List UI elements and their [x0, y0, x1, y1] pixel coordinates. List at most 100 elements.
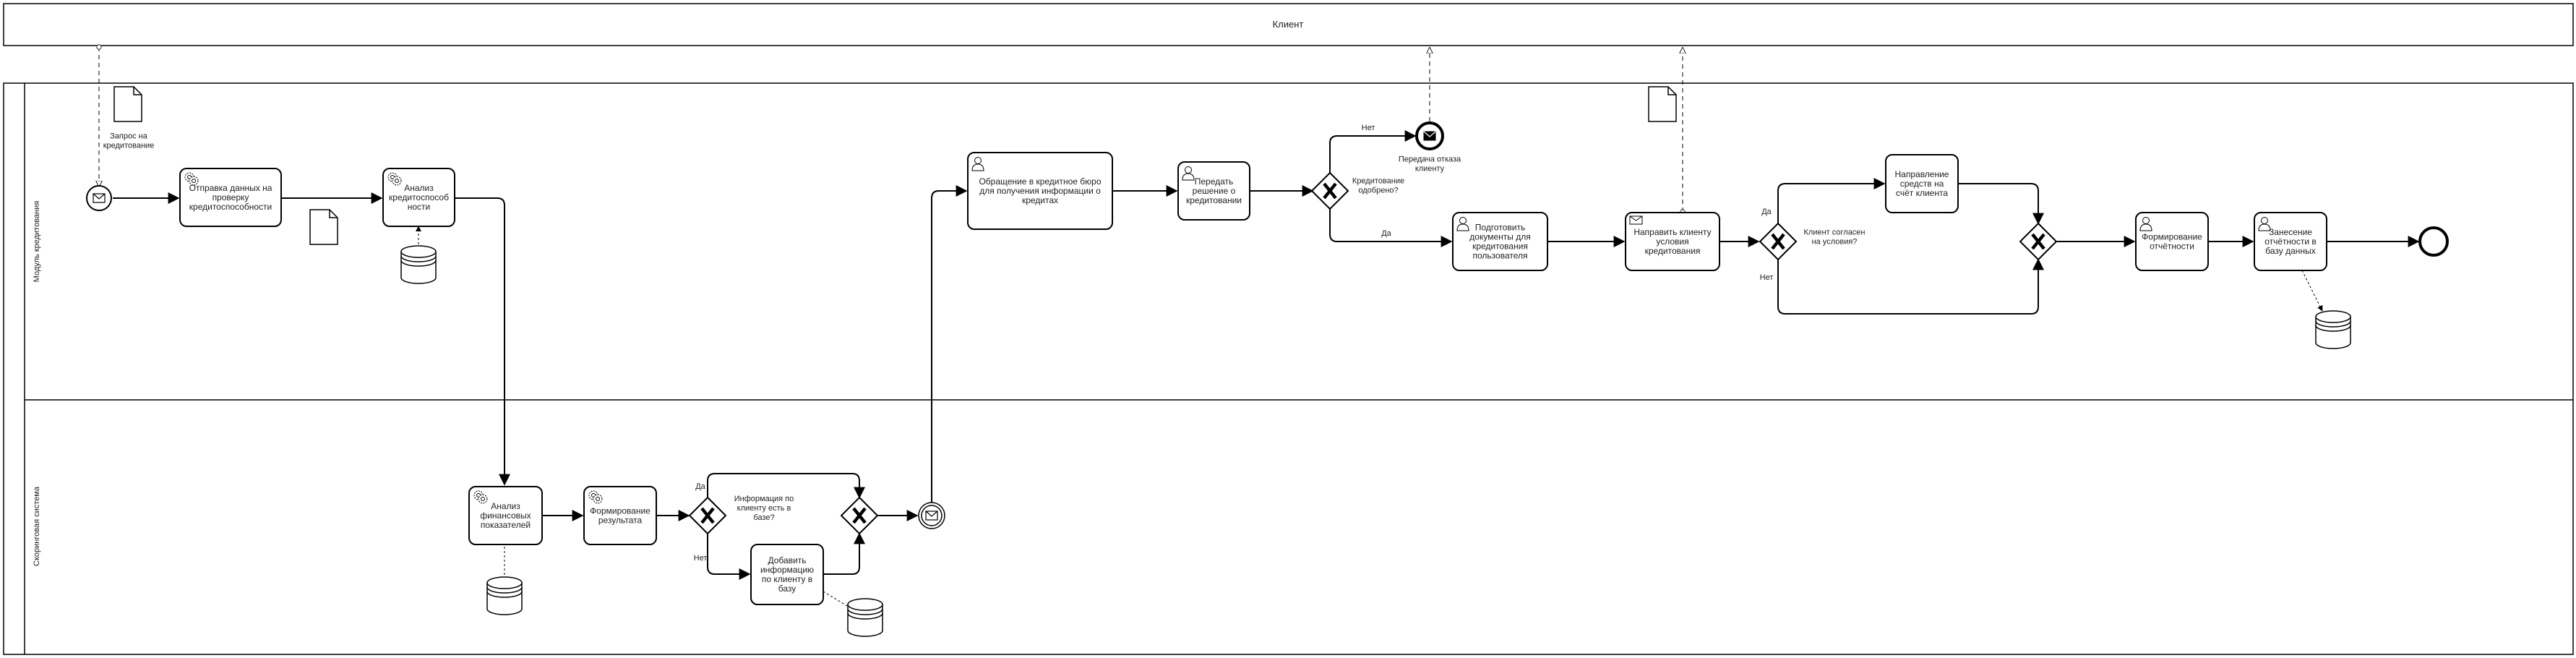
user-icon: [2258, 217, 2271, 231]
lane-title-module: Модуль кредитования: [33, 201, 41, 283]
task-label: отчётности: [2150, 242, 2194, 252]
task-label: показателей: [481, 520, 531, 530]
edge-label-no-info: Нет: [694, 554, 708, 563]
user-icon: [2139, 217, 2152, 231]
edge-label-yes-agree: Да: [1761, 208, 1772, 216]
envelope-icon: [1629, 215, 1643, 225]
gateway-label: на условия?: [1812, 238, 1858, 247]
gear-icon: [387, 172, 402, 186]
start-message-event: [86, 185, 112, 211]
task-label: кредитования: [1472, 242, 1528, 252]
edge-label-no-top: Нет: [1362, 124, 1375, 132]
task-label: кредитовании: [1186, 195, 1242, 205]
user-icon: [1456, 217, 1469, 231]
task-label: Занесение: [2269, 227, 2312, 237]
task-label: кредитоспособности: [189, 202, 272, 212]
task-label: кредитах: [1022, 195, 1058, 205]
task-label: кредитования: [1645, 246, 1701, 256]
request-doc-label: Запрос на: [110, 132, 148, 141]
gear-icon: [588, 490, 603, 504]
exclusive-x-icon: [700, 507, 715, 524]
intermediate-message-event: [918, 502, 945, 529]
gateway-label: Информация по: [734, 495, 794, 503]
data-store-scoring: [486, 576, 523, 615]
task-label: Направить клиенту: [1633, 227, 1711, 237]
client-pool-title: Клиент: [1273, 19, 1304, 30]
task-label: ности: [408, 202, 431, 212]
task-label: результата: [598, 516, 643, 526]
gateway-label: Клиент согласен: [1804, 228, 1866, 237]
task-label: финансовых: [480, 510, 531, 521]
gateway-label: Кредитование: [1352, 177, 1404, 186]
task-label: отчётности в: [2264, 236, 2317, 247]
task-label: проверку: [212, 192, 249, 202]
task-label: Формирование: [590, 506, 651, 516]
task-label: решение о: [1193, 186, 1236, 196]
task-label: счёт клиента: [1896, 188, 1948, 198]
lane-title-scoring: Скоринговая система: [33, 486, 41, 566]
exclusive-x-icon: [2031, 233, 2045, 250]
exclusive-x-icon: [1771, 233, 1785, 250]
task-label: Подготовить: [1475, 223, 1525, 233]
edge-labels: Нет Да Да Нет Да Нет: [694, 124, 1774, 563]
data-store-module: [400, 245, 437, 284]
gateway-label: базе?: [753, 513, 774, 522]
user-icon: [1182, 166, 1195, 181]
edge-label-no-agree: Нет: [1760, 273, 1774, 282]
task-label: по клиенту в: [762, 574, 812, 584]
request-doc-label: кредитование: [103, 142, 155, 150]
data-object-request: [113, 86, 142, 122]
task-label: условия: [1656, 236, 1688, 247]
gateway-merge-bottom: [840, 496, 879, 535]
task-send[interactable]: Отправка данных напроверкукредитоспособн…: [179, 168, 282, 227]
task-label: Обращение в кредитное бюро: [979, 176, 1101, 187]
gateway-label: одобрено?: [1358, 187, 1398, 195]
exclusive-x-icon: [852, 507, 867, 524]
data-store-add-info: [847, 598, 883, 637]
end-message-event-refusal: [1415, 121, 1444, 150]
data-associations: [416, 226, 2323, 607]
edge-label-yes-top: Да: [1381, 229, 1391, 238]
events: [86, 121, 2449, 529]
task-label: Отправка данных на: [189, 183, 272, 193]
task-label: Анализ: [491, 501, 520, 511]
gateway-merge-top: [2019, 222, 2058, 261]
task-label: кредитоспособ: [389, 192, 449, 202]
sequence-flows: [113, 130, 2420, 580]
task-label: Направление: [1895, 169, 1949, 179]
data-objects: [113, 86, 2351, 637]
gear-icon: [184, 172, 199, 186]
refusal-event-label: Передача отказа: [1399, 155, 1461, 164]
refusal-event-label: клиенту: [1415, 165, 1445, 174]
user-icon: [971, 157, 984, 171]
task-label: документы для: [1469, 232, 1530, 242]
task-label: базу: [778, 584, 797, 594]
data-object-middle: [309, 209, 338, 245]
edge-label-yes-info: Да: [695, 482, 705, 491]
end-event: [2418, 226, 2449, 257]
gear-icon: [473, 490, 488, 504]
task-label: средств на: [1900, 179, 1944, 189]
task-label: пользователя: [1473, 251, 1528, 261]
task-label: Формирование: [2142, 232, 2202, 242]
exclusive-x-icon: [1323, 182, 1337, 200]
task-label: Добавить: [768, 555, 806, 565]
task-label: информацию: [760, 565, 814, 575]
data-store-report: [2315, 310, 2351, 349]
